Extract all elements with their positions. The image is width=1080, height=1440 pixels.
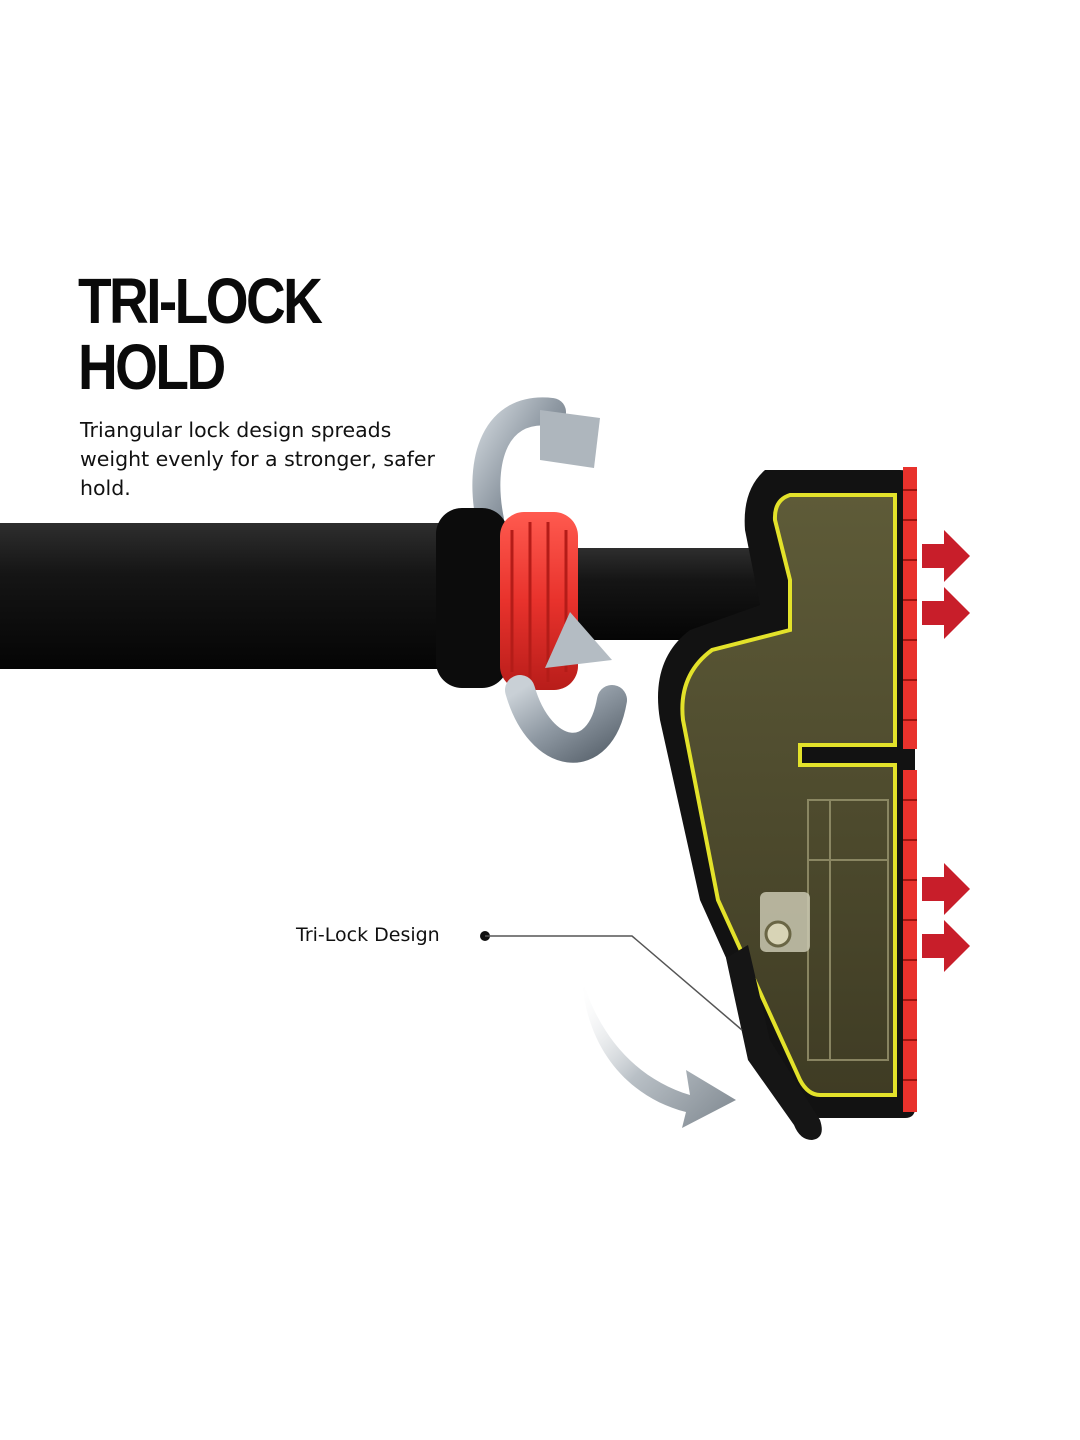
headline-line-2: HOLD — [78, 331, 226, 403]
headline-line-1: TRI-LOCK — [78, 265, 323, 337]
callout-label: Tri-Lock Design — [296, 924, 440, 946]
press-lever-arrow-icon — [582, 978, 736, 1128]
callout-connector — [480, 931, 743, 1031]
push-arrow-icon — [922, 530, 970, 972]
grip-pad-top — [903, 467, 917, 749]
description: Triangular lock design spreads weight ev… — [80, 418, 435, 500]
end-holder — [658, 467, 917, 1140]
outer-rod — [0, 523, 470, 669]
release-lever — [726, 945, 822, 1140]
rotate-arrow-icon — [472, 397, 600, 534]
headline: TRI-LOCK HOLD — [78, 265, 323, 403]
rotate-arrow-front-icon — [505, 612, 627, 763]
rod-end-cap — [436, 508, 508, 688]
grip-pad-bottom — [903, 770, 917, 1112]
